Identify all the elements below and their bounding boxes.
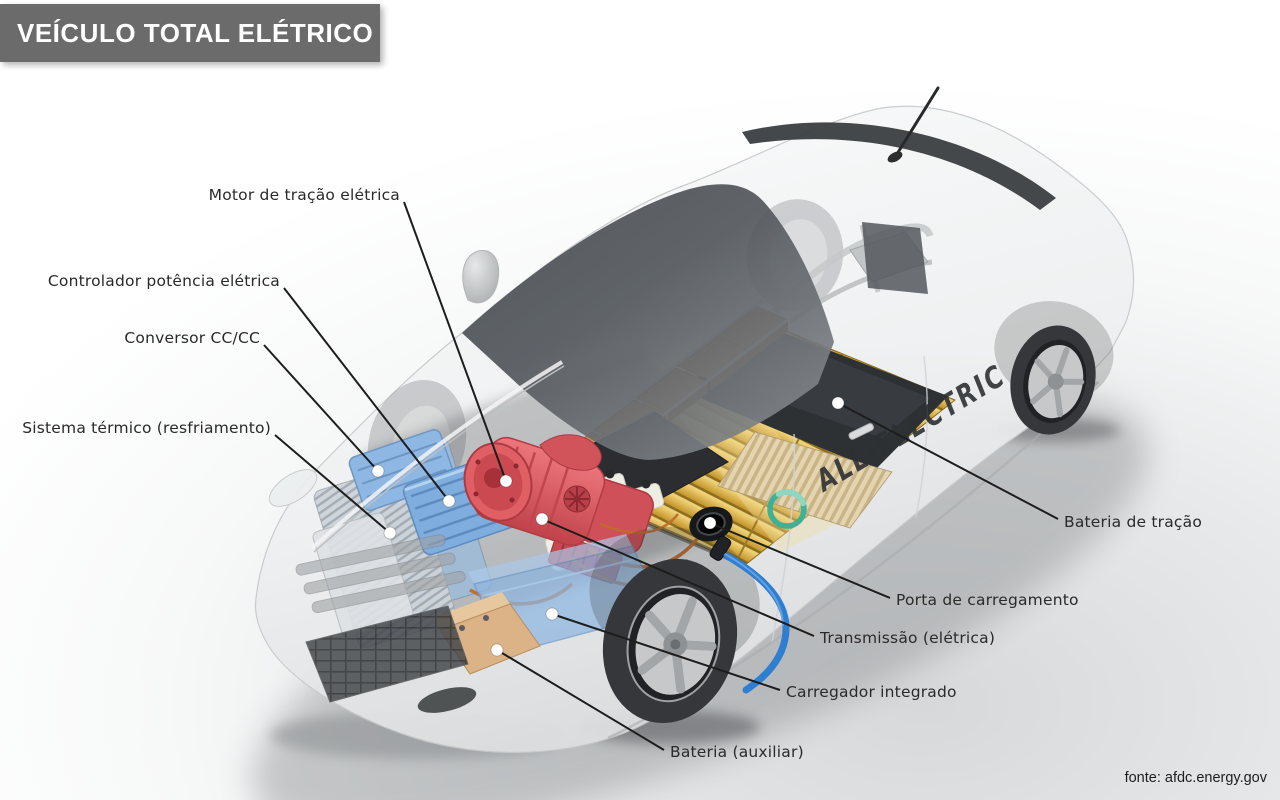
title-box: VEÍCULO TOTAL ELÉTRICO xyxy=(0,4,380,62)
side-window-glass xyxy=(862,222,928,294)
lower-intake-mesh xyxy=(305,605,469,703)
page-title: VEÍCULO TOTAL ELÉTRICO xyxy=(17,17,374,48)
source-credit: fonte: afdc.energy.gov xyxy=(1124,770,1267,786)
side-mirror xyxy=(462,250,500,304)
antenna xyxy=(887,86,940,163)
rear-window-sliver xyxy=(742,122,1056,210)
windshield-glass xyxy=(462,184,834,461)
rear-wheel xyxy=(994,301,1114,435)
fog-light xyxy=(417,687,477,713)
